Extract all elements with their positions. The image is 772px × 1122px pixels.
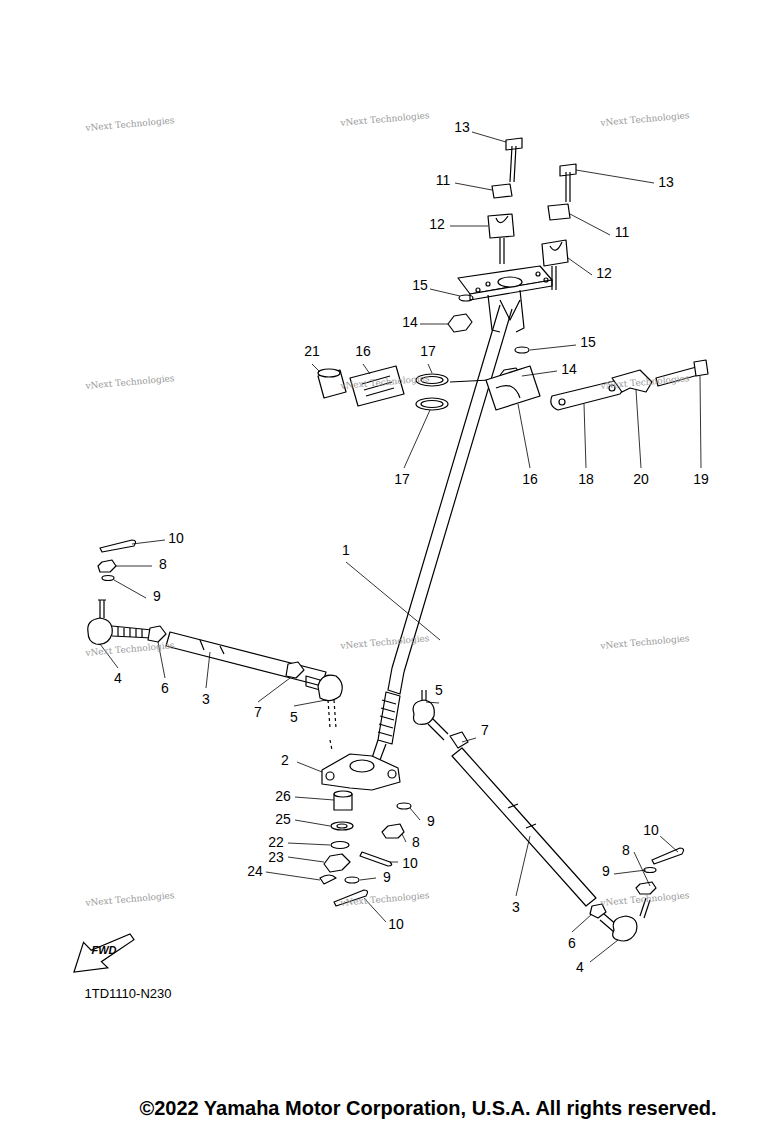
callout-number: 9 bbox=[601, 864, 611, 879]
part-code: 1TD1110-N230 bbox=[84, 987, 173, 1001]
callout-number: 9 bbox=[152, 589, 162, 604]
callout-number: 8 bbox=[411, 835, 421, 850]
callout-number: 19 bbox=[692, 472, 710, 487]
callout-number: 10 bbox=[387, 917, 405, 932]
callout-number: 7 bbox=[253, 705, 263, 720]
callout-number: 3 bbox=[201, 692, 211, 707]
callout-number: 10 bbox=[401, 856, 419, 871]
watermark: vNext Technologies bbox=[339, 891, 431, 909]
callout-number: 3 bbox=[511, 900, 521, 915]
callout-number: 23 bbox=[267, 850, 285, 865]
watermark: vNext Technologies bbox=[339, 111, 431, 129]
callout-number: 15 bbox=[579, 335, 597, 350]
watermark: vNext Technologies bbox=[84, 116, 176, 134]
callout-number: 8 bbox=[158, 557, 168, 572]
watermark: vNext Technologies bbox=[599, 891, 691, 909]
copyright-note: ©2022 Yamaha Motor Corporation, U.S.A. A… bbox=[138, 1097, 717, 1119]
callout-number: 16 bbox=[521, 472, 539, 487]
callout-number: 2 bbox=[280, 753, 290, 768]
callout-number: 14 bbox=[401, 315, 419, 330]
callout-number: 24 bbox=[246, 864, 264, 879]
direction-arrow: FWD bbox=[72, 930, 136, 974]
callout-number: 17 bbox=[393, 472, 411, 487]
callout-number: 4 bbox=[575, 960, 585, 975]
watermark: vNext Technologies bbox=[599, 111, 691, 129]
callout-number: 22 bbox=[267, 835, 285, 850]
callout-number: 26 bbox=[274, 789, 292, 804]
callout-number: 10 bbox=[167, 531, 185, 546]
callout-number: 10 bbox=[642, 823, 660, 838]
arrow-label: FWD bbox=[72, 944, 136, 956]
callout-number: 25 bbox=[274, 812, 292, 827]
callout-number: 13 bbox=[657, 175, 675, 190]
callout-number: 14 bbox=[560, 362, 578, 377]
callout-number: 21 bbox=[303, 344, 321, 359]
callout-number: 15 bbox=[411, 278, 429, 293]
callout-number: 11 bbox=[614, 225, 631, 240]
callout-number: 5 bbox=[434, 683, 444, 698]
watermark: vNext Technologies bbox=[84, 374, 176, 392]
callout-number: 9 bbox=[426, 814, 436, 829]
callout-number: 17 bbox=[419, 344, 437, 359]
callout-number: 7 bbox=[480, 723, 490, 738]
callout-number: 12 bbox=[428, 217, 446, 232]
callout-number: 9 bbox=[382, 870, 392, 885]
watermark: vNext Technologies bbox=[84, 891, 176, 909]
callout-number: 1 bbox=[341, 543, 351, 558]
callout-number: 4 bbox=[113, 671, 123, 686]
callout-number: 6 bbox=[567, 936, 577, 951]
callout-number: 18 bbox=[577, 472, 595, 487]
callout-number: 20 bbox=[632, 472, 650, 487]
watermark: vNext Technologies bbox=[599, 634, 691, 652]
callout-number: 11 bbox=[435, 173, 452, 188]
callout-number: 13 bbox=[453, 120, 471, 135]
callout-number: 8 bbox=[621, 843, 631, 858]
callout-number: 16 bbox=[354, 344, 372, 359]
callout-number: 12 bbox=[595, 266, 613, 281]
watermark: vNext Technologies bbox=[339, 634, 431, 652]
callout-number: 5 bbox=[289, 710, 299, 725]
callout-number: 6 bbox=[160, 681, 170, 696]
